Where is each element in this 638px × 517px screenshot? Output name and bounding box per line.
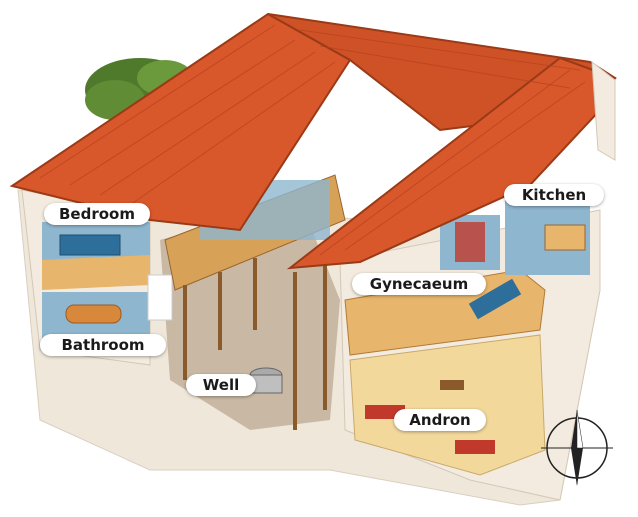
kitchen-counter [544,224,586,251]
bedroom-floor [42,255,150,290]
label-well: Well [186,374,256,396]
label-kitchen: Kitchen [504,184,604,206]
label-gynecaeum: Gynecaeum [352,273,486,295]
hanging-cloth [147,274,173,321]
label-bathroom: Bathroom [40,334,166,356]
roof-tile-lines [39,24,586,256]
bath [65,304,122,324]
loom [455,222,485,262]
gynecaeum-bed [468,278,522,320]
andron-floor [349,334,546,476]
andron-couch-2 [455,440,495,454]
label-bedroom: Bedroom [44,203,150,225]
compass-rose-icon [541,409,613,486]
label-andron: Andron [394,409,486,431]
andron-table [440,380,464,390]
bed [59,234,121,256]
gallery-columns [183,258,327,430]
back-wall-gable [591,60,616,161]
